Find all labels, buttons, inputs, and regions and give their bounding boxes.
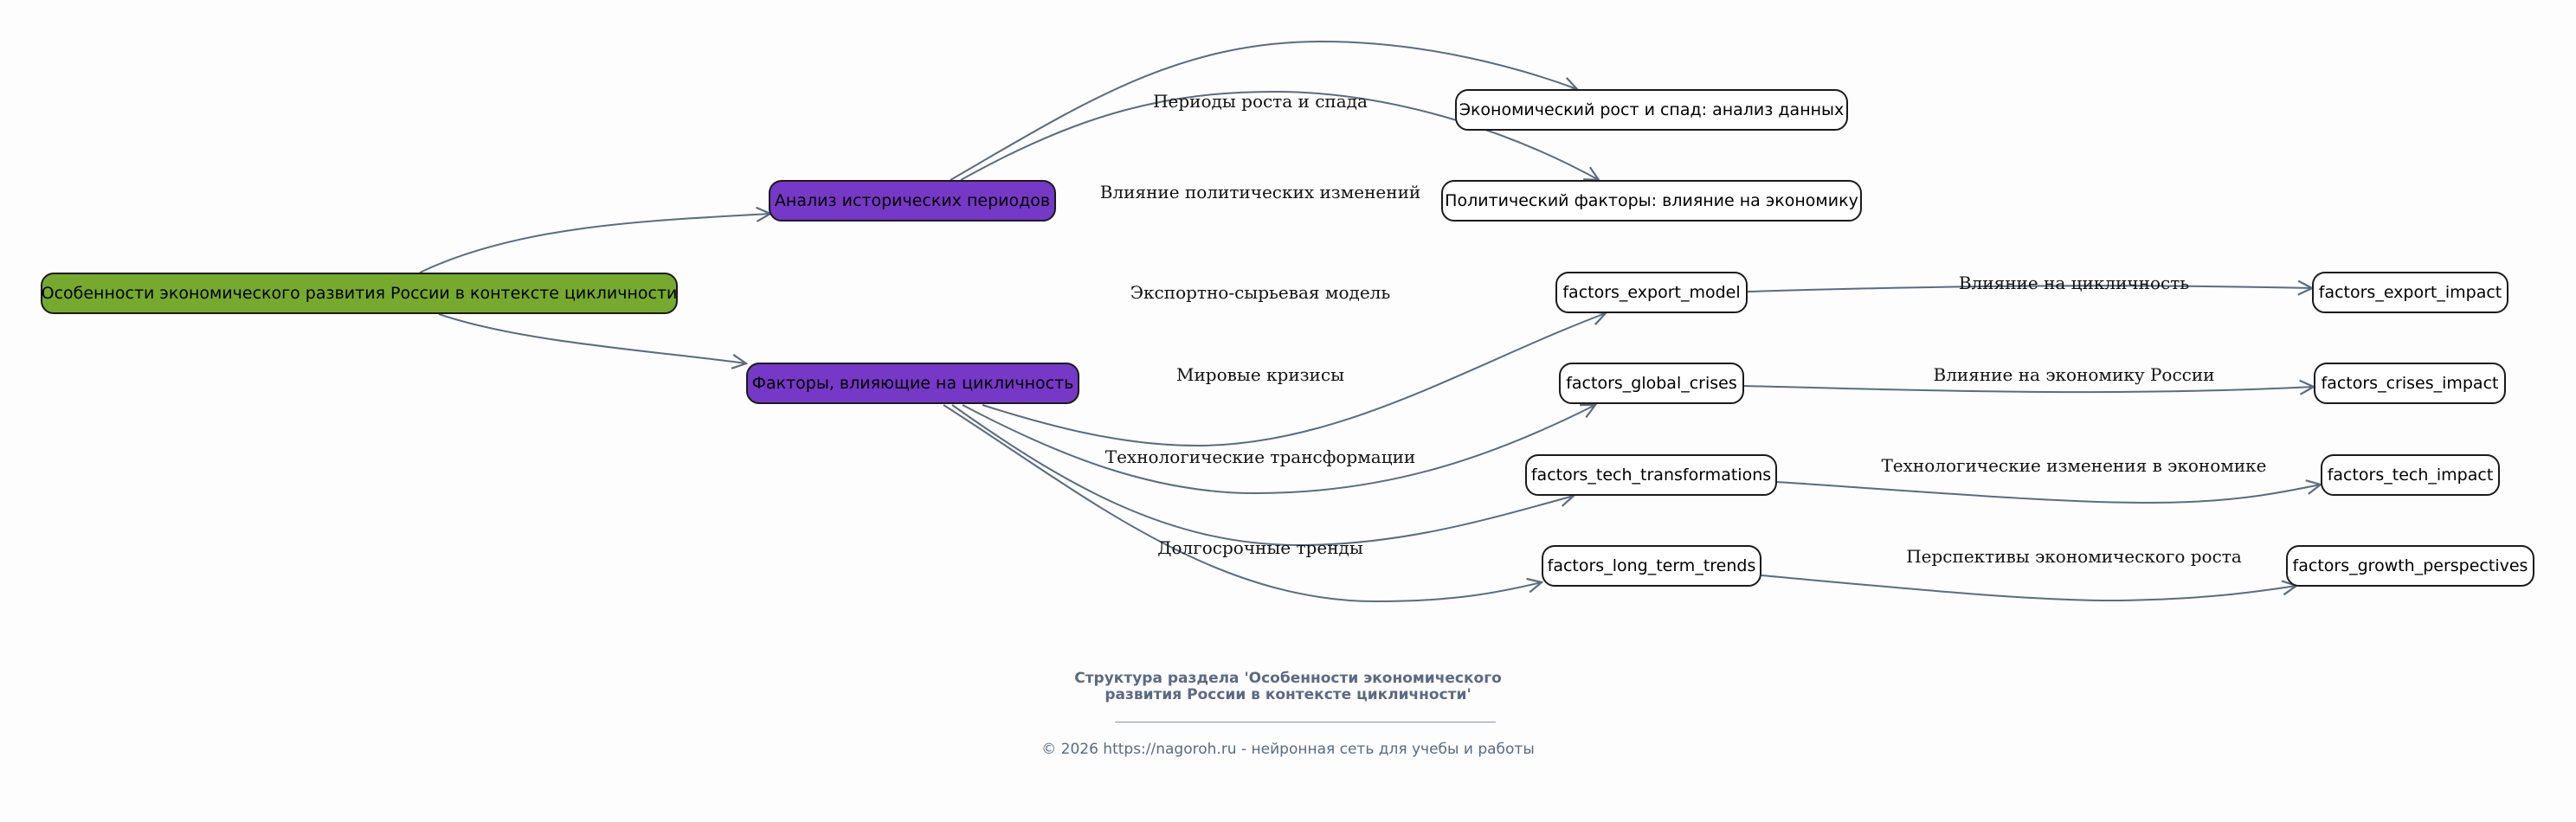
caption-line-1: Структура раздела 'Особенности экономиче… [1074, 670, 1502, 687]
edge-label-long-term-trends: Долгосрочные тренды [1157, 537, 1363, 558]
node-export-model[interactable]: factors_export_model [1555, 272, 1748, 313]
edge-global-crises-impact [1743, 386, 2314, 392]
edge-export-model-impact [1747, 286, 2312, 292]
node-export-impact[interactable]: factors_export_impact [2312, 272, 2508, 313]
node-crises-impact[interactable]: factors_crises_impact [2314, 363, 2506, 404]
edge-factors-tech-transformations [951, 404, 1574, 547]
edge-history-econ-growth [950, 40, 1577, 181]
edge-label-tech-transformations: Технологические трансформации [1104, 446, 1416, 467]
node-econ-growth-label: Экономический рост и спад: анализ данных [1459, 100, 1845, 119]
copyright-text: © 2026 https://nagoroh.ru - нейронная се… [1041, 741, 1535, 758]
node-growth-perspectives[interactable]: factors_growth_perspectives [2286, 545, 2534, 587]
edge-label-export-model: Экспортно-сырьевая модель [1130, 282, 1391, 303]
node-root-label: Особенности экономического развития Росс… [41, 284, 678, 303]
edge-label-cyclicity-impact: Влияние на цикличность [1958, 273, 2190, 293]
edge-history-political [960, 90, 1599, 180]
node-factors-label: Факторы, влияющие на цикличность [751, 374, 1074, 393]
caption-line-2: развития России в контексте цикличности' [1104, 686, 1472, 703]
edge-label-political-changes: Влияние политических изменений [1099, 182, 1421, 202]
node-export-model-label: factors_export_model [1562, 283, 1741, 302]
node-econ-growth[interactable]: Экономический рост и спад: анализ данных [1455, 89, 1848, 131]
node-political-label: Политический факторы: влияние на экономи… [1445, 191, 1858, 210]
node-long-term-trends-label: factors_long_term_trends [1547, 556, 1756, 575]
node-tech-impact-label: factors_tech_impact [2327, 466, 2494, 485]
edge-label-growth-periods: Периоды роста и спада [1153, 91, 1368, 112]
node-tech-impact[interactable]: factors_tech_impact [2321, 454, 2500, 496]
node-root[interactable]: Особенности экономического развития Росс… [41, 273, 678, 314]
node-history[interactable]: Анализ исторических периодов [769, 180, 1056, 222]
edge-label-growth-perspectives: Перспективы экономического роста [1906, 546, 2242, 567]
node-global-crises-label: factors_global_crises [1566, 374, 1737, 393]
node-global-crises[interactable]: factors_global_crises [1559, 363, 1744, 404]
edge-label-tech-changes: Технологические изменения в экономике [1881, 455, 2267, 476]
edge-root-factors [438, 313, 746, 363]
node-crises-impact-label: factors_crises_impact [2321, 374, 2499, 393]
edge-tech-transformations-impact [1776, 482, 2321, 504]
edge-factors-export-model [982, 313, 1606, 447]
node-tech-transformations[interactable]: factors_tech_transformations [1525, 454, 1777, 496]
diagram-caption: Структура раздела 'Особенности экономиче… [0, 671, 2576, 703]
edge-long-term-trends-perspectives [1761, 575, 2296, 602]
node-political[interactable]: Политический факторы: влияние на экономи… [1441, 180, 1862, 222]
node-growth-perspectives-label: factors_growth_perspectives [2292, 556, 2528, 575]
edge-label-global-crises: Мировые кризисы [1175, 364, 1345, 385]
edge-label-russia-economy-impact: Влияние на экономику России [1933, 364, 2215, 385]
node-history-label: Анализ исторических периодов [774, 191, 1051, 210]
node-tech-transformations-label: factors_tech_transformations [1530, 466, 1772, 485]
node-export-impact-label: factors_export_impact [2318, 283, 2502, 302]
edge-factors-global-crises [962, 405, 1595, 495]
edge-root-history [419, 214, 770, 273]
node-long-term-trends[interactable]: factors_long_term_trends [1542, 545, 1761, 587]
edge-factors-long-term-trends [943, 404, 1542, 603]
node-factors[interactable]: Факторы, влияющие на цикличность [746, 363, 1079, 404]
